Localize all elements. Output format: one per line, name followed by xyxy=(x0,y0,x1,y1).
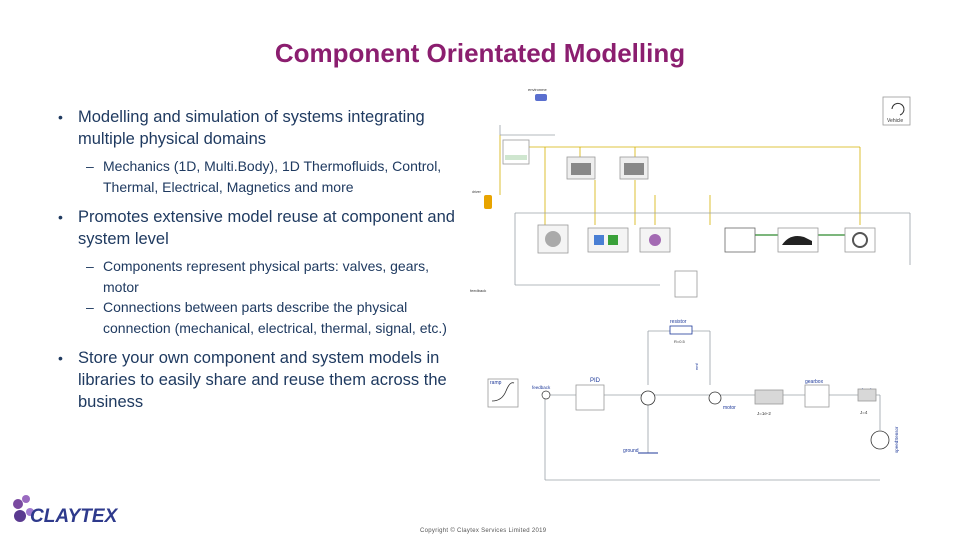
ramp-label: ramp xyxy=(490,380,502,386)
logo-hex-icon xyxy=(14,510,26,522)
wheel-block[interactable] xyxy=(844,227,876,253)
powertrain-icon xyxy=(594,235,604,245)
bullet-dot: • xyxy=(58,209,63,225)
bullet-text: Promotes extensive model reuse at compon… xyxy=(78,208,455,248)
dash: – xyxy=(86,258,94,274)
speed-sensor-label: speedSensor xyxy=(894,426,899,453)
environment-block[interactable] xyxy=(535,94,547,101)
wire-lines xyxy=(499,125,911,286)
motor-label: motor xyxy=(723,405,736,411)
brake-block[interactable] xyxy=(724,227,756,253)
driver-label: driver xyxy=(472,190,482,194)
sub-bullet-item: –Connections between parts describe the … xyxy=(56,297,466,339)
speed-sensor-block[interactable] xyxy=(870,430,890,450)
resistor-label: resistor xyxy=(670,319,687,325)
ramp-icon xyxy=(491,382,515,402)
logo-hex-icon xyxy=(26,508,34,516)
sub-bullet-text: Mechanics (1D, Multi.Body), 1D Thermoflu… xyxy=(103,158,442,195)
motor-inertia-block[interactable] xyxy=(754,389,784,405)
emf-label: emf xyxy=(694,362,699,370)
environment-label: environme xyxy=(528,87,547,92)
differential-icon xyxy=(649,234,661,246)
pid-label: PID xyxy=(590,378,601,384)
dash: – xyxy=(86,299,94,315)
resistor-value: R=0.5 xyxy=(674,339,686,344)
vehicle-icon xyxy=(891,102,905,116)
pid-block[interactable] xyxy=(575,384,605,411)
claytex-logo: CLAYTEX xyxy=(13,495,119,527)
driver-block[interactable] xyxy=(484,195,492,209)
gearbox-label: gearbox xyxy=(805,379,824,385)
controller-label-bg xyxy=(505,155,527,160)
bullet-dot: • xyxy=(58,350,63,366)
gearbox-block[interactable] xyxy=(804,384,830,408)
logo-hex-icon xyxy=(13,499,23,509)
slide-title: Component Orientated Modelling xyxy=(274,38,686,68)
engine-icon xyxy=(571,163,591,175)
sub-bullet-text: Connections between parts describe the p… xyxy=(103,299,447,336)
sub-bullet-text: Components represent physical parts: val… xyxy=(103,258,430,295)
resistor-block[interactable] xyxy=(669,325,693,335)
bullet-text: Store your own component and system mode… xyxy=(78,349,447,411)
dash: – xyxy=(86,158,94,174)
wheel-icon xyxy=(852,232,868,248)
powertrain-icon xyxy=(608,235,618,245)
logo-text: CLAYTEX xyxy=(30,506,119,527)
logo-hex-icon xyxy=(22,495,30,503)
battery-icon xyxy=(624,163,644,175)
copyright-text: Copyright © Claytex Services Limited 201… xyxy=(420,528,547,534)
controller-block[interactable] xyxy=(502,139,530,165)
vehicle-block[interactable] xyxy=(882,96,911,126)
emf-block[interactable] xyxy=(708,391,722,405)
bullet-dot: • xyxy=(58,109,63,125)
bullet-list: • Modelling and simulation of systems int… xyxy=(56,106,466,421)
ramp-block[interactable] xyxy=(487,378,519,408)
car-icon xyxy=(782,236,812,245)
feedback-label: feedback xyxy=(532,385,551,390)
bullet-text: Modelling and simulation of systems inte… xyxy=(78,108,425,148)
inertia-value: J=1e-2 xyxy=(757,411,771,416)
sub-bullet-item: –Mechanics (1D, Multi.Body), 1D Thermofl… xyxy=(56,156,466,198)
feedback-block[interactable] xyxy=(541,390,551,400)
vehicle-label: Vehicle xyxy=(887,118,903,124)
feedback-label-top: feedback xyxy=(470,288,486,293)
load-value: J=4 xyxy=(860,410,868,415)
gear-icon xyxy=(545,231,561,247)
model-diagram: environme Vehicle driver xyxy=(470,87,911,481)
load-block[interactable] xyxy=(857,388,877,402)
bullet-item: • Modelling and simulation of systems int… xyxy=(56,106,466,150)
signal-voltage-block[interactable] xyxy=(640,390,656,406)
bullet-item: • Promotes extensive model reuse at compo… xyxy=(56,206,466,250)
bullet-item: • Store your own component and system mod… xyxy=(56,347,466,413)
signal-bus-lines xyxy=(499,135,861,225)
sub-bullet-item: –Components represent physical parts: va… xyxy=(56,256,466,298)
ground-label: ground xyxy=(623,448,639,454)
road-block[interactable] xyxy=(674,270,698,298)
